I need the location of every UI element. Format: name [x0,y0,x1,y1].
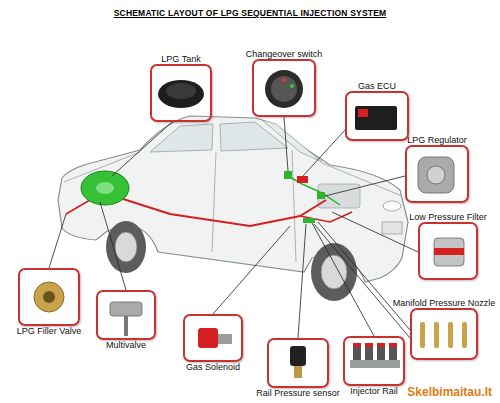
injector-icon [389,346,397,360]
door-line [292,150,296,262]
injector-cap [389,343,397,347]
leader-line [325,176,405,196]
gas-pipe [120,198,326,226]
leader-line [303,130,345,176]
solenoid-icon [198,328,218,348]
tank-icon [158,80,204,108]
component-box: LPG Filler Valve [18,268,80,326]
component-box: Gas Solenoid [183,314,243,362]
rail-body [350,360,400,368]
component-label: Injector Rail [350,386,398,396]
component-label: LPG Filler Valve [17,326,81,336]
leader-lines [49,117,418,338]
switch-in-car [284,171,292,179]
switch-icon [265,70,303,108]
component-box: LPG Tank [150,64,212,122]
filler-icon [34,282,64,312]
sensor-icon [290,346,306,366]
multivalve-rod [124,316,128,336]
nozzle-icon [462,322,467,348]
nozzle-icon [448,322,453,348]
component-label: LPG Regulator [407,135,467,145]
leader-line [49,214,66,268]
signal-wire [288,176,340,205]
rear-tyre [106,221,146,273]
filter-icon [434,238,464,266]
component-box: Changeover switch [252,59,316,117]
diagram-title: SCHEMATIC LAYOUT OF LPG SEQUENTIAL INJEC… [0,8,500,18]
component-box: Injector Rail [343,336,405,386]
leader-line [314,224,410,338]
component-box: Manifold Pressure Nozzle [410,308,478,360]
component-box: Low Pressure Filter [418,222,478,280]
component-label: Changeover switch [246,49,323,59]
tank-icon-top [166,83,196,99]
leader-line [213,226,290,314]
rear-rim [115,232,137,262]
component-label: Rail Pressure sensor [256,388,340,398]
rail-in-car [303,218,315,223]
leader-line [298,224,306,338]
filter-band [434,248,464,255]
rear-window [150,124,213,152]
component-box: LPG Regulator [405,145,469,203]
switch-led [290,84,294,88]
component-box: Gas ECU [345,91,409,141]
leader-line [284,117,288,171]
headlight [383,201,401,211]
regulator-in-car [317,192,325,199]
component-label: Low Pressure Filter [409,212,487,222]
component-label: Multivalve [106,340,146,350]
component-label: Gas ECU [358,81,396,91]
multivalve-icon [110,302,142,316]
sensor-thread [294,366,302,378]
component-label: Gas Solenoid [186,362,240,372]
gas-pipe [300,212,352,222]
leader-line [318,222,410,330]
solenoid-body [218,334,232,344]
regulator-icon [418,157,454,193]
ecu-sticker [358,109,368,117]
watermark: Skelbimaitau.lt [407,385,492,399]
component-icons [34,70,467,378]
switch-led [282,78,286,82]
injector-icon [365,346,373,360]
filler-hole [43,291,55,303]
leader-line [100,202,126,290]
injector-icon [377,346,385,360]
injector-icon [353,346,361,360]
injector-cap [353,343,361,347]
injector-cap [377,343,385,347]
front-rim [321,255,347,289]
leader-line [332,212,418,252]
leader-line [312,223,374,336]
switch-icon-face [271,76,297,102]
tank-hub [96,182,114,194]
fill-pipe [66,200,90,214]
leader-line [112,122,172,176]
component-label: Manifold Pressure Nozzle [393,298,496,308]
door-line [212,152,216,252]
component-label: LPG Tank [161,54,200,64]
component-box: Rail Pressure sensor [267,338,329,388]
lpg-tank-in-car [81,171,129,205]
nozzle-icon [434,322,439,348]
ecu-in-car [297,176,308,183]
injector-cap [365,343,373,347]
nozzle-icon [420,322,425,348]
grille [382,222,402,234]
ecu-icon [355,106,397,130]
regulator-cap [427,166,445,184]
component-box: Multivalve [96,290,156,340]
